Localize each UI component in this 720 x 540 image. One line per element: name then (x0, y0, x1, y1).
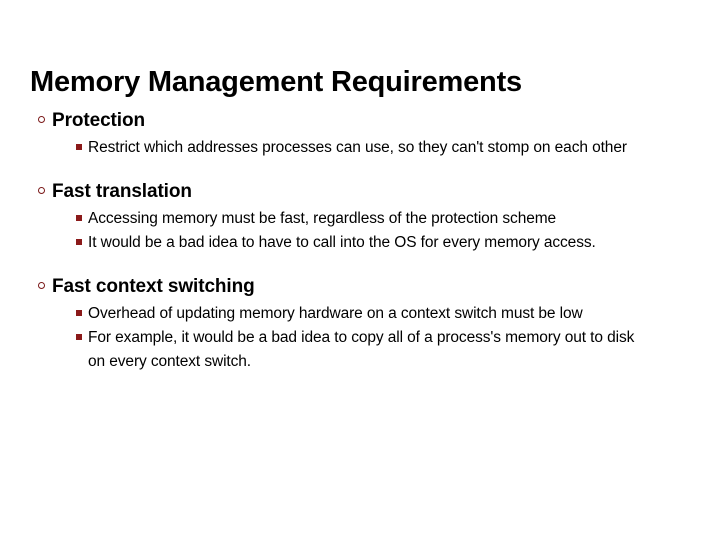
bullet-level2-label: For example, it would be a bad idea to c… (88, 329, 635, 370)
bullet-level1-label: Fast translation (52, 181, 192, 202)
bullet-level2-label: Restrict which addresses processes can u… (88, 139, 627, 156)
page-title: Memory Management Requirements (30, 66, 522, 99)
bullet-level1-label: Protection (52, 110, 145, 131)
bullet-level2-list: Overhead of updating memory hardware on … (0, 302, 720, 374)
bullet-level2-item: Restrict which addresses processes can u… (0, 136, 720, 160)
bullet-level1-item: Fast translation (0, 179, 720, 204)
bullet-group: Fast translation Accessing memory must b… (0, 179, 720, 255)
bullet-level2-item: Accessing memory must be fast, regardles… (0, 207, 720, 231)
filled-square-bullet-icon (76, 215, 82, 221)
bullet-level2-label: It would be a bad idea to have to call i… (88, 234, 596, 251)
bullet-level2-item: Overhead of updating memory hardware on … (0, 302, 720, 326)
filled-square-bullet-icon (76, 334, 82, 340)
bullet-level2-label: Overhead of updating memory hardware on … (88, 305, 583, 322)
hollow-circle-bullet-icon (38, 116, 45, 123)
bullet-level2-item: For example, it would be a bad idea to c… (0, 326, 720, 374)
bullet-level2-item: It would be a bad idea to have to call i… (0, 231, 720, 255)
bullet-level2-label: Accessing memory must be fast, regardles… (88, 210, 557, 227)
hollow-circle-bullet-icon (38, 187, 45, 194)
bullet-level1-item: Protection (0, 108, 720, 133)
bullet-level2-list: Accessing memory must be fast, regardles… (0, 207, 720, 255)
slide-body: Protection Restrict which addresses proc… (0, 108, 720, 374)
bullet-level1-label: Fast context switching (52, 276, 255, 297)
filled-square-bullet-icon (76, 144, 82, 150)
filled-square-bullet-icon (76, 310, 82, 316)
hollow-circle-bullet-icon (38, 282, 45, 289)
bullet-level1-item: Fast context switching (0, 274, 720, 299)
bullet-group: Fast context switching Overhead of updat… (0, 274, 720, 374)
bullet-level2-list: Restrict which addresses processes can u… (0, 136, 720, 160)
bullet-group: Protection Restrict which addresses proc… (0, 108, 720, 160)
filled-square-bullet-icon (76, 239, 82, 245)
